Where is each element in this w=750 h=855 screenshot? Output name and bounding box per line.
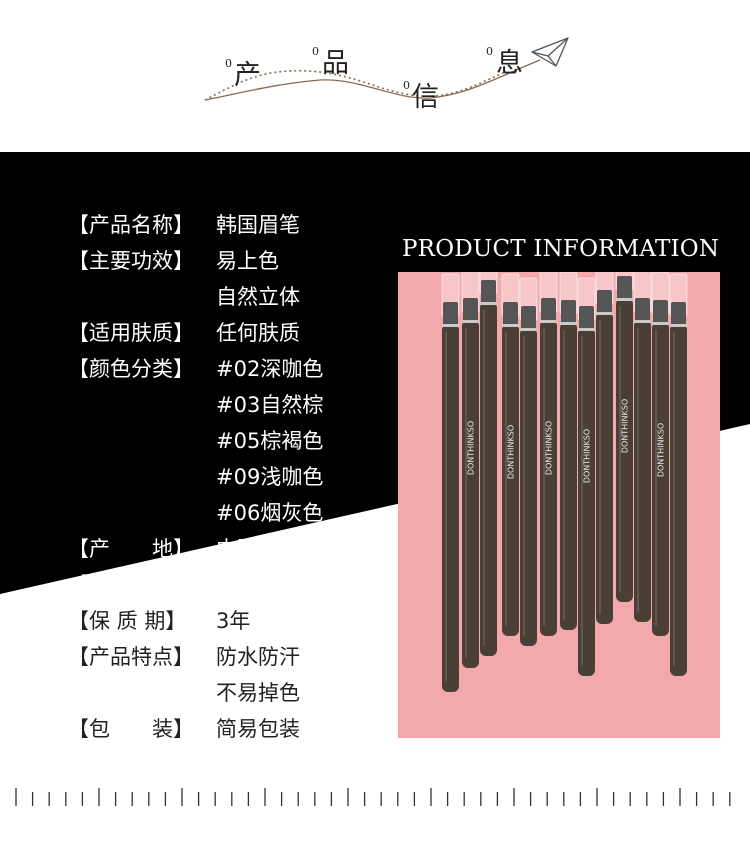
pencil (559, 272, 578, 630)
spec-list: 【产品名称】 韩国眉笔 【主要功效】 易上色 自然立体 【适用肤质】 任何肤质 … (68, 206, 323, 746)
spec-value: 易上色 (216, 249, 279, 273)
spec-value: 任何肤质 (216, 321, 300, 345)
pencil: DONTHINKSO (501, 273, 520, 636)
spec-value: #09浅咖色 (216, 465, 324, 489)
spec-row-effect: 【主要功效】 易上色 (68, 242, 323, 278)
diagonal-background (0, 152, 750, 594)
header-decoration (204, 37, 569, 101)
spec-value: 自然立体 (216, 285, 300, 309)
pencil (595, 272, 614, 624)
product-photo: DONTHINKSO DONTHINKSO DONTHINKSO DONTHINKSO… (398, 272, 720, 738)
paper-plane-icon (531, 37, 569, 67)
spec-label: 【保 质 期】 (68, 609, 187, 633)
spec-label: 【主要功效】 (68, 249, 194, 273)
spec-row-features-cont: 不易掉色 (68, 674, 323, 710)
spec-value: 韩国眉笔 (216, 213, 300, 237)
pencil-brand-print: DONTHINKSO (657, 423, 666, 477)
spec-label: 【产 地】 (68, 537, 194, 561)
pencil (441, 273, 460, 692)
spec-label: 【产品特点】 (68, 645, 194, 669)
spec-value: 简易包装 (216, 717, 300, 741)
pencil-brand-print: DONTHINKSO (467, 421, 476, 475)
title-marker-4: 0 (486, 45, 493, 58)
pencil (633, 272, 652, 622)
product-info-section: 【产品名称】 韩国眉笔 【主要功效】 易上色 自然立体 【适用肤质】 任何肤质 … (0, 152, 750, 760)
pencil (519, 277, 538, 646)
spec-value: #05棕褐色 (216, 429, 324, 453)
title-marker-2: 0 (312, 45, 319, 58)
spec-value: #06烟灰色 (216, 501, 324, 525)
spec-row-features: 【产品特点】 防水防汗 (68, 638, 323, 674)
title-char-4: 息 (496, 48, 523, 79)
title-marker-3: 0 (403, 79, 410, 92)
pencil-brand-print: DONTHINKSO (583, 429, 592, 483)
spec-row-origin: 【产 地】 中国 (68, 530, 323, 566)
pencil (669, 273, 688, 676)
pencil: DONTHINKSO (577, 277, 596, 676)
pencil (479, 272, 498, 656)
pencil-brand-print: DONTHINKSO (621, 399, 630, 453)
spec-row-effect-cont: 自然立体 (68, 278, 323, 314)
spec-value: 防水防汗 (216, 645, 300, 669)
spec-label: 【适用肤质】 (68, 321, 194, 345)
pencil: DONTHINKSO (461, 272, 480, 668)
spec-label: 【包 装】 (68, 717, 194, 741)
spec-row-colors: 【颜色分类】 #02深咖色 (68, 350, 323, 386)
spec-row-colors-cont: #05棕褐色 (68, 422, 323, 458)
spec-row-skin: 【适用肤质】 任何肤质 (68, 314, 323, 350)
pencil: DONTHINKSO (651, 272, 670, 636)
dotted-curve (204, 69, 506, 101)
pencil-brand-print: DONTHINKSO (507, 425, 516, 479)
pencil: DONTHINKSO (615, 272, 634, 602)
title-char-3: 信 (412, 82, 439, 113)
product-heading: PRODUCT INFORMATION (402, 236, 720, 262)
eyebrow-pencils-illustration: DONTHINKSO DONTHINKSO DONTHINKSO DONTHINKSO… (441, 272, 688, 692)
ruler-decoration (0, 760, 750, 855)
spec-value: 不易掉色 (216, 681, 300, 705)
spec-row-colors-cont: #09浅咖色 (68, 458, 323, 494)
solid-curve (204, 59, 541, 101)
pencil: DONTHINKSO (539, 272, 558, 636)
title-char-1: 产 (234, 60, 261, 91)
spec-row-colors-cont: #03自然棕 (68, 386, 323, 422)
spec-row-name: 【产品名称】 韩国眉笔 (68, 206, 323, 242)
spec-row-shelf-life: 【保 质 期】 3年 (68, 602, 323, 638)
spec-row-weight: 【净 含 量】 2.7g (68, 566, 323, 602)
title-char-2: 品 (322, 48, 349, 79)
spec-row-package: 【包 装】 简易包装 (68, 710, 323, 746)
spec-value: 3年 (216, 609, 251, 633)
spec-label: 【净 含 量】 (68, 573, 187, 597)
page-header: 0 产 0 品 0 信 0 息 (0, 0, 750, 152)
title-marker-1: 0 (225, 57, 232, 70)
spec-row-colors-cont: #06烟灰色 (68, 494, 323, 530)
spec-label: 【颜色分类】 (68, 357, 194, 381)
pencil-brand-print: DONTHINKSO (545, 421, 554, 475)
spec-value: #02深咖色 (216, 357, 324, 381)
spec-value: 中国 (216, 537, 258, 561)
spec-label: 【产品名称】 (68, 213, 194, 237)
spec-value: #03自然棕 (216, 393, 324, 417)
spec-value: 2.7g (216, 572, 263, 596)
